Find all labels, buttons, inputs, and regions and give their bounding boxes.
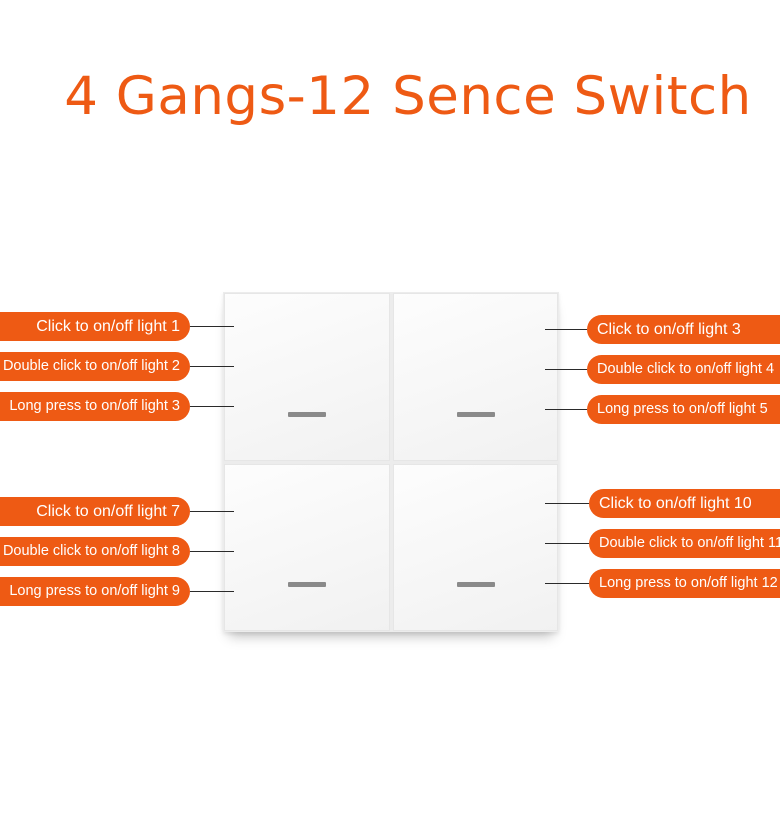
switch-button-bottom-left[interactable] bbox=[224, 464, 390, 631]
leader-line bbox=[545, 409, 587, 410]
switch-button-top-right[interactable] bbox=[393, 293, 558, 461]
label-click-light-10: Click to on/off light 10 bbox=[589, 489, 780, 518]
label-click-light-7: Click to on/off light 7 bbox=[0, 497, 190, 526]
page-title: 4 Gangs-12 Sence Switch bbox=[64, 66, 752, 127]
indicator-led bbox=[288, 582, 326, 587]
indicator-led bbox=[456, 412, 495, 417]
label-long-press-light-12: Long press to on/off light 12 bbox=[589, 569, 780, 598]
label-click-light-1: Click to on/off light 1 bbox=[0, 312, 190, 341]
leader-line bbox=[545, 503, 589, 504]
switch-button-top-left[interactable] bbox=[224, 293, 390, 461]
indicator-led bbox=[456, 582, 495, 587]
leader-line bbox=[545, 329, 587, 330]
leader-line bbox=[190, 591, 234, 592]
leader-line bbox=[190, 326, 234, 327]
leader-line bbox=[190, 511, 234, 512]
leader-line bbox=[545, 369, 587, 370]
label-double-click-light-2: Double click to on/off light 2 bbox=[0, 352, 190, 381]
label-double-click-light-8: Double click to on/off light 8 bbox=[0, 537, 190, 566]
label-click-light-3: Click to on/off light 3 bbox=[587, 315, 780, 344]
label-long-press-light-3: Long press to on/off light 3 bbox=[0, 392, 190, 421]
switch-button-bottom-right[interactable] bbox=[393, 464, 558, 631]
leader-line bbox=[190, 366, 234, 367]
label-double-click-light-4: Double click to on/off light 4 bbox=[587, 355, 780, 384]
leader-line bbox=[545, 543, 589, 544]
label-long-press-light-5: Long press to on/off light 5 bbox=[587, 395, 780, 424]
leader-line bbox=[190, 406, 234, 407]
label-long-press-light-9: Long press to on/off light 9 bbox=[0, 577, 190, 606]
leader-line bbox=[545, 583, 589, 584]
leader-line bbox=[190, 551, 234, 552]
indicator-led bbox=[288, 412, 326, 417]
switch-panel bbox=[223, 292, 559, 632]
label-double-click-light-11: Double click to on/off light 11 bbox=[589, 529, 780, 558]
